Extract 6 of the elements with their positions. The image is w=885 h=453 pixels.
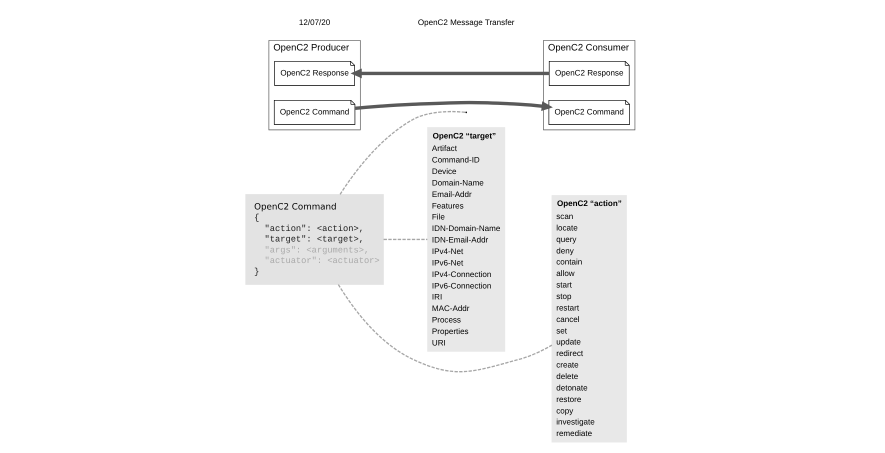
arrow [350, 68, 549, 78]
connector [339, 110, 465, 195]
connector [337, 284, 552, 372]
connector [383, 238, 427, 240]
node-box: OpenC2 Command { "action": <action>, "target": <target>, "args": <arguments>, "actuator": <actuator> } [244, 194, 384, 285]
arrow [354, 100, 552, 112]
